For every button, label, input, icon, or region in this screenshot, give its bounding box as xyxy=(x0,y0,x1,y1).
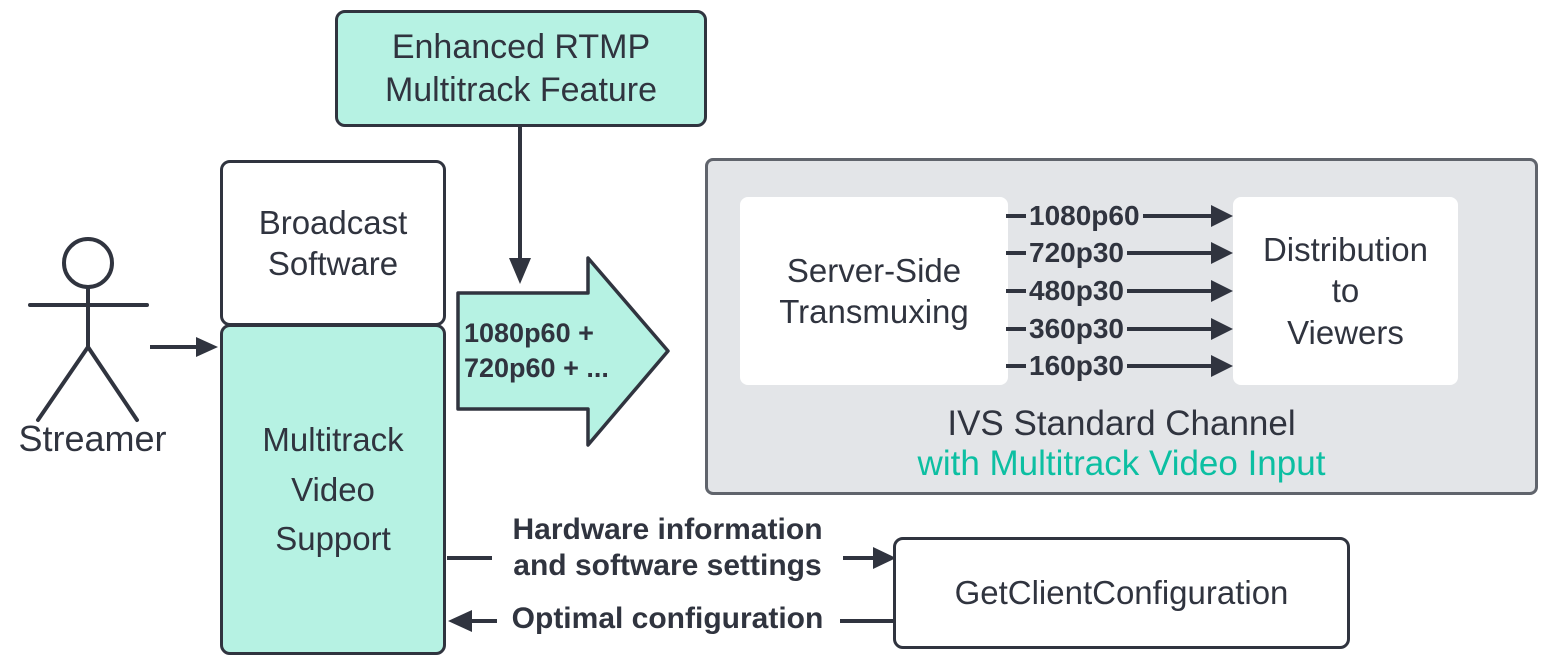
config-request-label: Hardware information and software settin… xyxy=(512,513,823,582)
track-arrowhead-icon xyxy=(1211,204,1233,227)
track-label: 1080p60 xyxy=(1029,199,1140,231)
track-label: 720p30 xyxy=(1029,237,1124,269)
track-line xyxy=(1126,251,1211,256)
track-line xyxy=(1142,213,1211,218)
track-row-160p30: 160p30 xyxy=(1006,352,1233,380)
transmux-track-list: 1080p60 720p30 480p30 360p30 160p30 xyxy=(1006,197,1233,385)
enhanced-rtmp-feature-box: Enhanced RTMP Multitrack Feature xyxy=(335,10,707,127)
track-line xyxy=(1126,326,1211,331)
track-label: 160p30 xyxy=(1029,350,1124,382)
broadcast-software-box: Broadcast Software xyxy=(220,160,446,326)
channel-title: IVS Standard Channel xyxy=(947,404,1296,443)
track-row-1080p60: 1080p60 xyxy=(1006,199,1233,231)
track-row-480p30: 480p30 xyxy=(1006,274,1233,306)
track-line xyxy=(1126,364,1211,369)
distribution-to-viewers-box: Distribution to Viewers xyxy=(1233,197,1458,385)
track-arrowhead-icon xyxy=(1211,279,1233,302)
track-line xyxy=(1006,326,1026,331)
track-row-360p30: 360p30 xyxy=(1006,312,1233,344)
track-label: 360p30 xyxy=(1029,312,1124,344)
channel-subtitle: with Multitrack Video Input xyxy=(917,444,1326,483)
multitrack-video-support-box: Multitrack Video Support xyxy=(220,324,446,655)
track-line xyxy=(1006,213,1026,218)
stream-tracks-label: 1080p60 + 720p60 + ... xyxy=(464,317,609,383)
server-side-transmuxing-box: Server-Side Transmuxing xyxy=(740,197,1008,385)
track-arrowhead-icon xyxy=(1211,355,1233,378)
track-label: 480p30 xyxy=(1029,274,1124,306)
track-line xyxy=(1006,364,1026,369)
track-line xyxy=(1126,288,1211,293)
streamer-to-software-arrow xyxy=(150,337,218,357)
streamer-icon xyxy=(28,237,149,422)
track-line xyxy=(1006,288,1026,293)
enhanced-rtmp-down-arrow xyxy=(509,127,531,284)
get-client-configuration-box: GetClientConfiguration xyxy=(893,537,1350,649)
track-arrowhead-icon xyxy=(1211,242,1233,265)
track-arrowhead-icon xyxy=(1211,317,1233,340)
track-line xyxy=(1006,251,1026,256)
streamer-label: Streamer xyxy=(18,418,167,459)
config-response-label: Optimal configuration xyxy=(511,602,824,635)
track-row-720p30: 720p30 xyxy=(1006,239,1233,267)
